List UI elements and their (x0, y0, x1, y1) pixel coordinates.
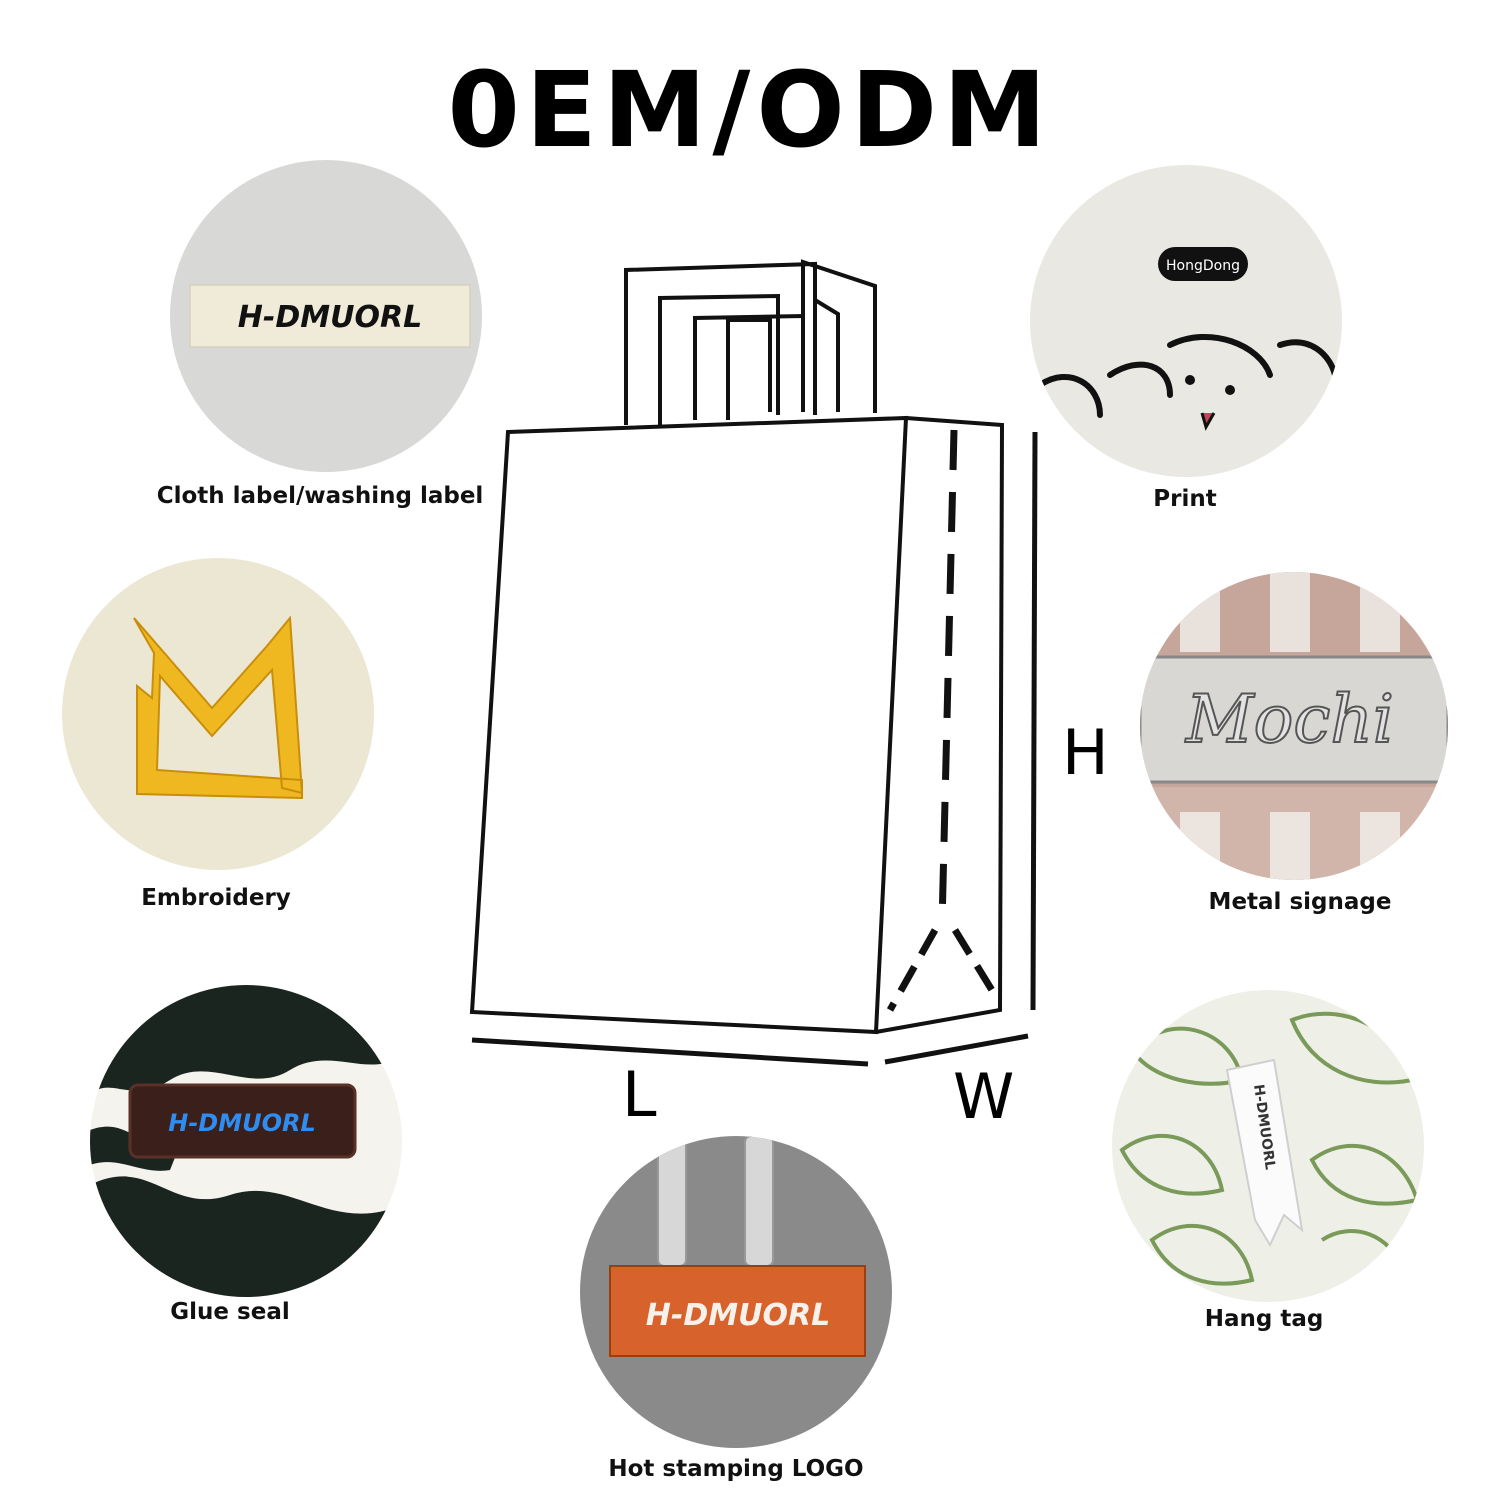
bag-fold-left (886, 928, 939, 1012)
page-title: 0EM/ODM (447, 49, 1053, 171)
hang-tag-icon: H-DMUORL (1112, 990, 1424, 1302)
cloth-label-circle: H-DMUORL (170, 160, 482, 472)
print-caption: Print (1153, 486, 1217, 512)
hot-stamping-circle: H-DMUORL (580, 1136, 892, 1448)
printed-dog-icon: HongDong (1030, 165, 1342, 477)
height-label: H (1062, 716, 1109, 789)
length-label: L (622, 1058, 657, 1131)
metal-signage-circle: Mochi (1140, 572, 1448, 880)
glue-seal-circle: H-DMUORL (90, 985, 402, 1297)
bag-handle-front (693, 259, 877, 420)
print-circle: HongDong (1030, 165, 1342, 477)
embroidery-circle (62, 558, 374, 870)
glue-seal-logo: H-DMUORL (168, 1109, 316, 1137)
cloth-label-caption: Cloth label/washing label (156, 483, 484, 509)
bag-side-panel (875, 416, 1005, 1034)
length-line (471, 1037, 869, 1067)
metal-plate-icon: Mochi (1140, 572, 1448, 880)
leather-patch-icon: H-DMUORL (580, 1136, 892, 1448)
bag-handle-back (624, 261, 817, 425)
print-logo: HongDong (1166, 258, 1240, 274)
hang-tag-circle: H-DMUORL (1112, 990, 1424, 1302)
embroidered-logo-icon (62, 558, 374, 870)
bag-front-panel (469, 415, 909, 1035)
glue-seal-caption: Glue seal (170, 1299, 290, 1325)
width-line (884, 1033, 1029, 1065)
woven-label-icon: H-DMUORL (170, 160, 482, 472)
rubber-patch-icon: H-DMUORL (90, 985, 402, 1297)
hang-tag-caption: Hang tag (1204, 1306, 1324, 1332)
hot-stamping-caption: Hot stamping LOGO (608, 1456, 864, 1482)
metal-signage-caption: Metal signage (1208, 889, 1392, 915)
metal-signage-logo: Mochi (1185, 681, 1394, 758)
bag-fold-right (952, 928, 1001, 1002)
height-line (1030, 431, 1038, 1011)
cloth-label-logo: H-DMUORL (238, 300, 422, 335)
embroidery-caption: Embroidery (141, 885, 291, 911)
width-label: W (953, 1060, 1015, 1133)
bag-fold-line (938, 429, 958, 926)
hot-stamping-logo: H-DMUORL (646, 1298, 830, 1333)
